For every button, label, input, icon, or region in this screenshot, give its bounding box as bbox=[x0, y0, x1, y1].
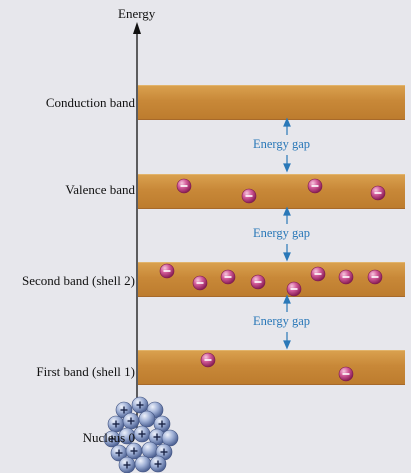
energy-gap-label: Energy gap bbox=[253, 314, 311, 328]
electron-icon bbox=[250, 274, 266, 290]
second-band bbox=[138, 262, 405, 297]
proton-icon bbox=[110, 444, 128, 462]
proton-icon bbox=[133, 425, 151, 443]
electron-icon bbox=[220, 269, 236, 285]
electron-icon bbox=[338, 269, 354, 285]
electron-icon bbox=[367, 269, 383, 285]
electron-icon bbox=[307, 178, 323, 194]
electron-icon bbox=[338, 366, 354, 382]
electron-icon bbox=[176, 178, 192, 194]
proton-icon bbox=[122, 412, 140, 430]
conduction-band bbox=[138, 85, 405, 120]
electron-icon bbox=[370, 185, 386, 201]
band-label-conduction: Conduction band bbox=[45, 95, 135, 110]
nucleus-label: Nucleus 0 bbox=[82, 430, 135, 445]
energy-gap-label: Energy gap bbox=[253, 137, 311, 151]
energy-axis-arrowhead-icon bbox=[133, 22, 141, 34]
electron-icon bbox=[286, 281, 302, 297]
electron-icon bbox=[310, 266, 326, 282]
energy-gap-label: Energy gap bbox=[253, 226, 311, 240]
proton-icon bbox=[141, 441, 159, 459]
first-band bbox=[138, 350, 405, 385]
electron-icon bbox=[200, 352, 216, 368]
electron-icon bbox=[192, 275, 208, 291]
proton-icon bbox=[149, 455, 167, 473]
proton-icon bbox=[131, 396, 149, 414]
proton-icon bbox=[103, 430, 121, 448]
energy-axis-label: Energy bbox=[118, 6, 156, 21]
electron-icon bbox=[159, 263, 175, 279]
proton-icon bbox=[134, 455, 152, 473]
band-label-second: Second band (shell 2) bbox=[21, 273, 135, 288]
proton-icon bbox=[125, 442, 143, 460]
proton-icon bbox=[161, 429, 179, 447]
band-label-first: First band (shell 1) bbox=[36, 364, 135, 379]
band-label-valence: Valence band bbox=[65, 182, 135, 197]
electron-icon bbox=[241, 188, 257, 204]
proton-icon bbox=[138, 410, 156, 428]
proton-icon bbox=[118, 456, 136, 473]
